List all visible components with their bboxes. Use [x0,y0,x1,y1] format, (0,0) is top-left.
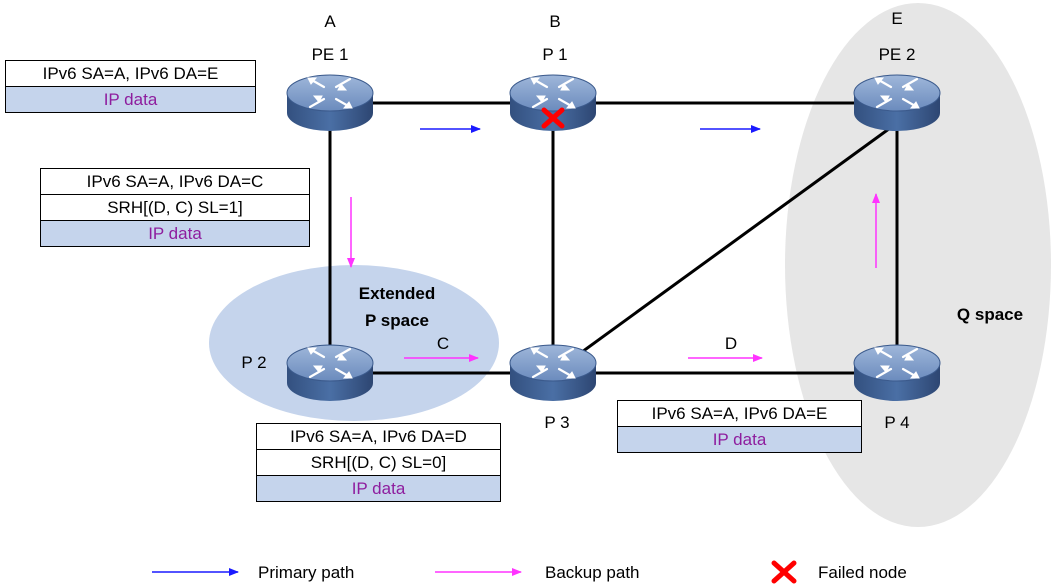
packet-ip-data: IP data [6,86,255,112]
packet-ip-data: IP data [41,220,309,246]
p2-label: P 2 [241,353,266,372]
p1-label: P 1 [542,45,567,64]
extended-p-space-label: P space [365,311,429,330]
legend-backup-label: Backup path [545,563,640,582]
extended-p-space-region [209,265,499,421]
packet-box-p3-backup: IPv6 SA=A, IPv6 DA=E IP data [617,400,862,453]
red-x-icon [541,107,565,129]
pe2-address: E [891,9,902,28]
router-icon[interactable] [285,343,375,403]
pe1-label: PE 1 [312,45,349,64]
packet-ip-data: IP data [257,475,500,501]
packet-header: IPv6 SA=A, IPv6 DA=E [42,64,219,83]
pe1-address: A [324,12,336,31]
packet-srh: SRH[(D, C) SL=0] [257,449,500,475]
packet-ip-data: IP data [618,426,861,452]
p3-label: P 3 [544,413,569,432]
packet-box-pe1-backup: IPv6 SA=A, IPv6 DA=C SRH[(D, C) SL=1] IP… [40,168,310,247]
packet-header: IPv6 SA=A, IPv6 DA=D [290,427,467,446]
packet-box-p2-backup: IPv6 SA=A, IPv6 DA=D SRH[(D, C) SL=0] IP… [256,423,501,502]
router-icon[interactable] [852,343,942,403]
packet-header: IPv6 SA=A, IPv6 DA=E [651,404,828,423]
router-icon[interactable] [508,73,598,133]
q-space-label: Q space [957,305,1023,324]
packet-header: IPv6 SA=A, IPv6 DA=C [86,172,264,191]
packet-srh: SRH[(D, C) SL=1] [41,194,309,220]
link-p3-pe2 [552,121,898,375]
segment-label-d: D [725,334,737,353]
red-x-icon [771,560,797,584]
legend-primary-label: Primary path [258,563,354,582]
legend: Primary path Backup path Failed node [152,560,907,584]
p1-address: B [549,12,560,31]
segment-label-c: C [437,334,449,353]
pe2-label: PE 2 [879,45,916,64]
router-icon[interactable] [285,73,375,133]
router-icon[interactable] [508,343,598,403]
p4-label: P 4 [884,413,909,432]
extended-p-space-label: Extended [359,284,436,303]
router-icon[interactable] [852,73,942,133]
legend-failed-label: Failed node [818,563,907,582]
q-space-region [785,3,1051,527]
packet-box-pe1-primary: IPv6 SA=A, IPv6 DA=E IP data [5,60,256,113]
